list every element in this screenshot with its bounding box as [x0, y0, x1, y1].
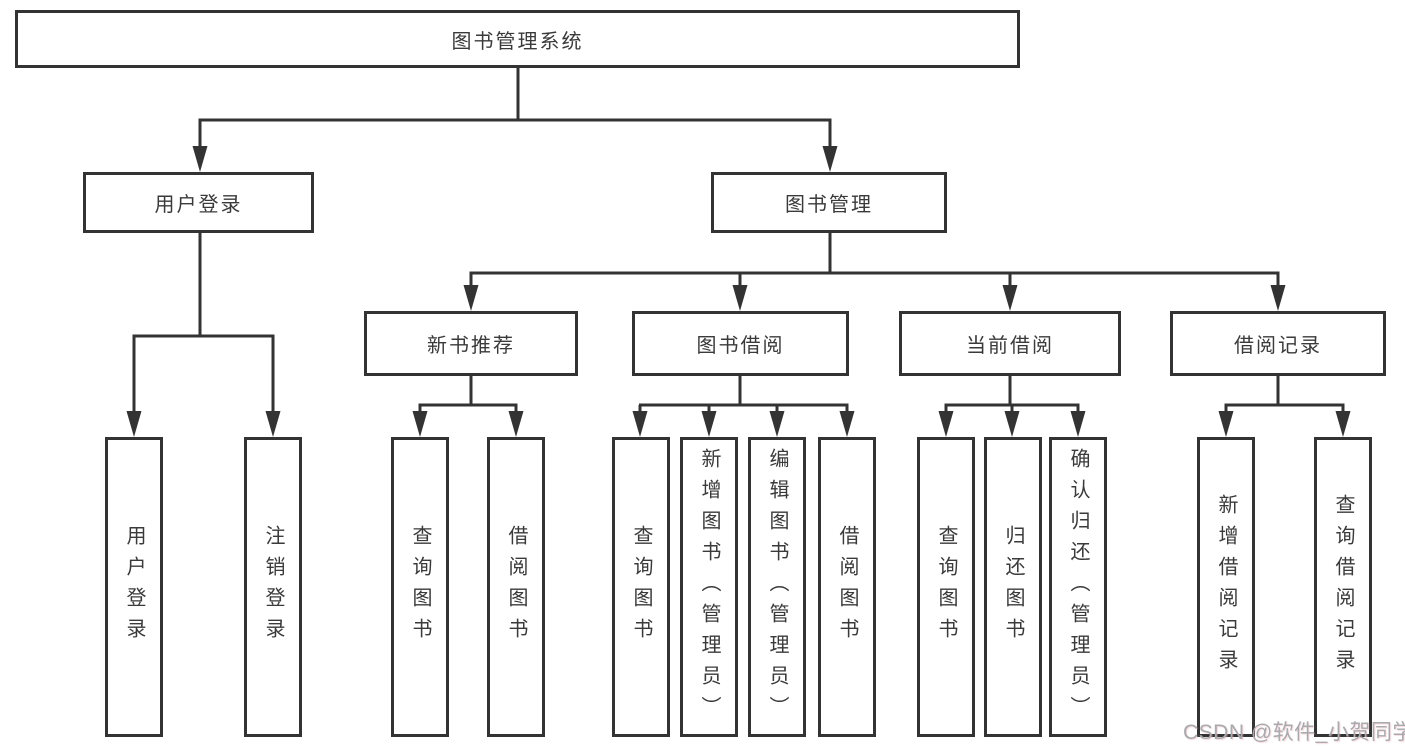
- node-new-book-recommendation: 新书推荐: [364, 311, 578, 376]
- node-library-system: 图书管理系统: [15, 10, 1020, 68]
- leaf-query-books-borrowing: 查询图书: [612, 437, 670, 737]
- leaf-add-books-admin: 新增图书（管理员）: [680, 437, 738, 737]
- node-book-management: 图书管理: [711, 172, 947, 233]
- leaf-borrow-books-recommend: 借阅图书: [487, 437, 545, 737]
- leaf-query-books-recommend: 查询图书: [391, 437, 449, 737]
- leaf-confirm-return-admin: 确认归还（管理员）: [1049, 437, 1107, 737]
- node-book-borrowing: 图书借阅: [632, 311, 849, 376]
- csdn-watermark: CSDN @软件_小贺同学: [1183, 721, 1405, 744]
- leaf-query-borrow-record: 查询借阅记录: [1314, 437, 1372, 737]
- node-current-borrowing: 当前借阅: [899, 311, 1121, 376]
- node-user-login: 用户登录: [83, 172, 314, 233]
- leaf-user-login: 用户登录: [105, 437, 163, 737]
- leaf-query-books-current: 查询图书: [917, 437, 975, 737]
- leaf-add-borrow-record: 新增借阅记录: [1197, 437, 1255, 737]
- leaf-borrow-books-borrowing: 借阅图书: [818, 437, 876, 737]
- leaf-logout: 注销登录: [244, 437, 302, 737]
- leaf-return-books: 归还图书: [984, 437, 1042, 737]
- leaf-edit-books-admin: 编辑图书（管理员）: [748, 437, 806, 737]
- node-borrowing-records: 借阅记录: [1170, 311, 1386, 376]
